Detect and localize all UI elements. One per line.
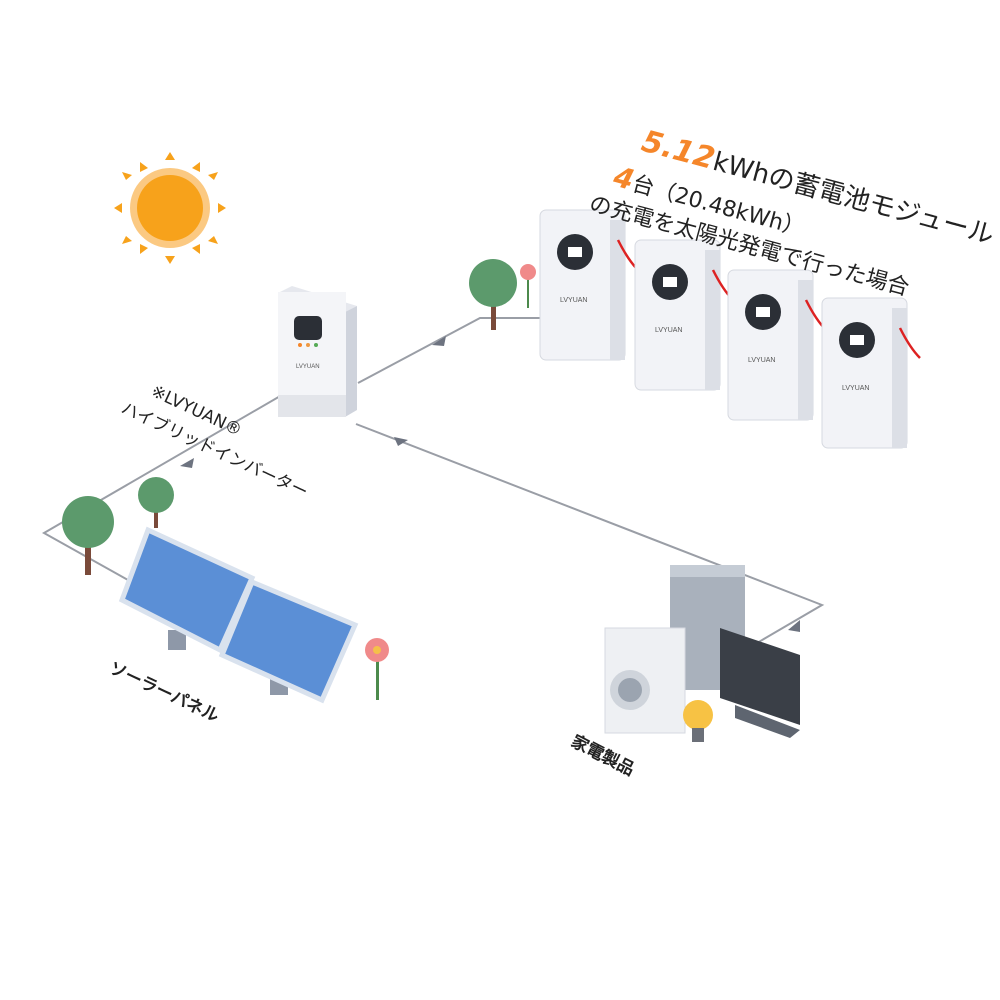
module-capacity: 5.12: [638, 124, 719, 177]
tree-icon: [469, 259, 517, 330]
battery-module: LVYUAN: [634, 239, 734, 391]
flower-icon: [365, 638, 389, 700]
tree-icon: [138, 477, 174, 528]
sun-icon: [114, 152, 226, 264]
battery-brand: LVYUAN: [655, 327, 683, 334]
appliances: [604, 565, 800, 742]
battery-module: LVYUAN: [539, 209, 639, 361]
tv-icon: [720, 628, 800, 738]
battery-brand: LVYUAN: [842, 385, 870, 392]
connection-lines: [41, 317, 825, 651]
hybrid-inverter: LVYUAN: [278, 286, 357, 417]
solar-panels: [118, 526, 359, 704]
light-bulb-icon: [683, 700, 713, 742]
battery-brand: LVYUAN: [748, 357, 776, 364]
inverter-brand: LVYUAN: [296, 364, 320, 370]
flow-arrows: [180, 336, 800, 632]
appliances-label: 家電製品: [568, 731, 638, 781]
battery-module: LVYUAN: [821, 297, 921, 449]
battery-modules: LVYUAN LVYUAN LVYUAN LVYUAN: [539, 209, 921, 449]
solar-panel-label: ソーラーパネル: [106, 658, 222, 726]
battery-brand: LVYUAN: [560, 297, 588, 304]
battery-module: LVYUAN: [727, 269, 827, 421]
washing-machine-icon: [604, 627, 686, 734]
flower-icon: [520, 264, 536, 308]
tree-icon: [62, 496, 114, 575]
inverter-screen: [294, 316, 322, 340]
